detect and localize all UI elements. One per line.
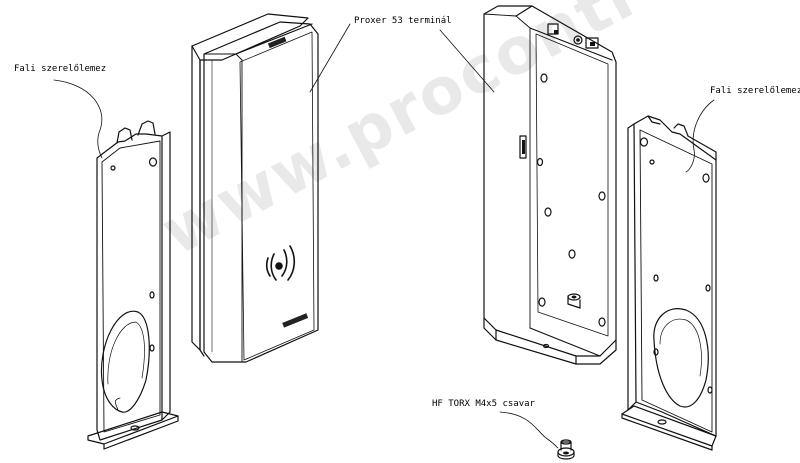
right-mounting-plate [621, 115, 717, 451]
label-left-mounting-plate: Fali szerelőlemez [14, 64, 107, 74]
left-plate-leader [53, 79, 103, 159]
rfid-icon [265, 245, 296, 281]
label-terminal: Proxer 53 terminál [354, 16, 452, 26]
terminal-front [191, 13, 319, 363]
screw-leader [499, 411, 559, 449]
terminal-leader [309, 23, 351, 93]
label-right-mounting-plate: Fali szerelőlemez [710, 86, 800, 96]
label-screw: HF TORX M4x5 csavar [432, 399, 535, 409]
terminal-back-leader [439, 29, 495, 93]
terminal-back [483, 5, 617, 365]
torx-screw [557, 439, 575, 460]
right-plate-leader [685, 99, 715, 173]
left-mounting-plate [87, 120, 179, 450]
